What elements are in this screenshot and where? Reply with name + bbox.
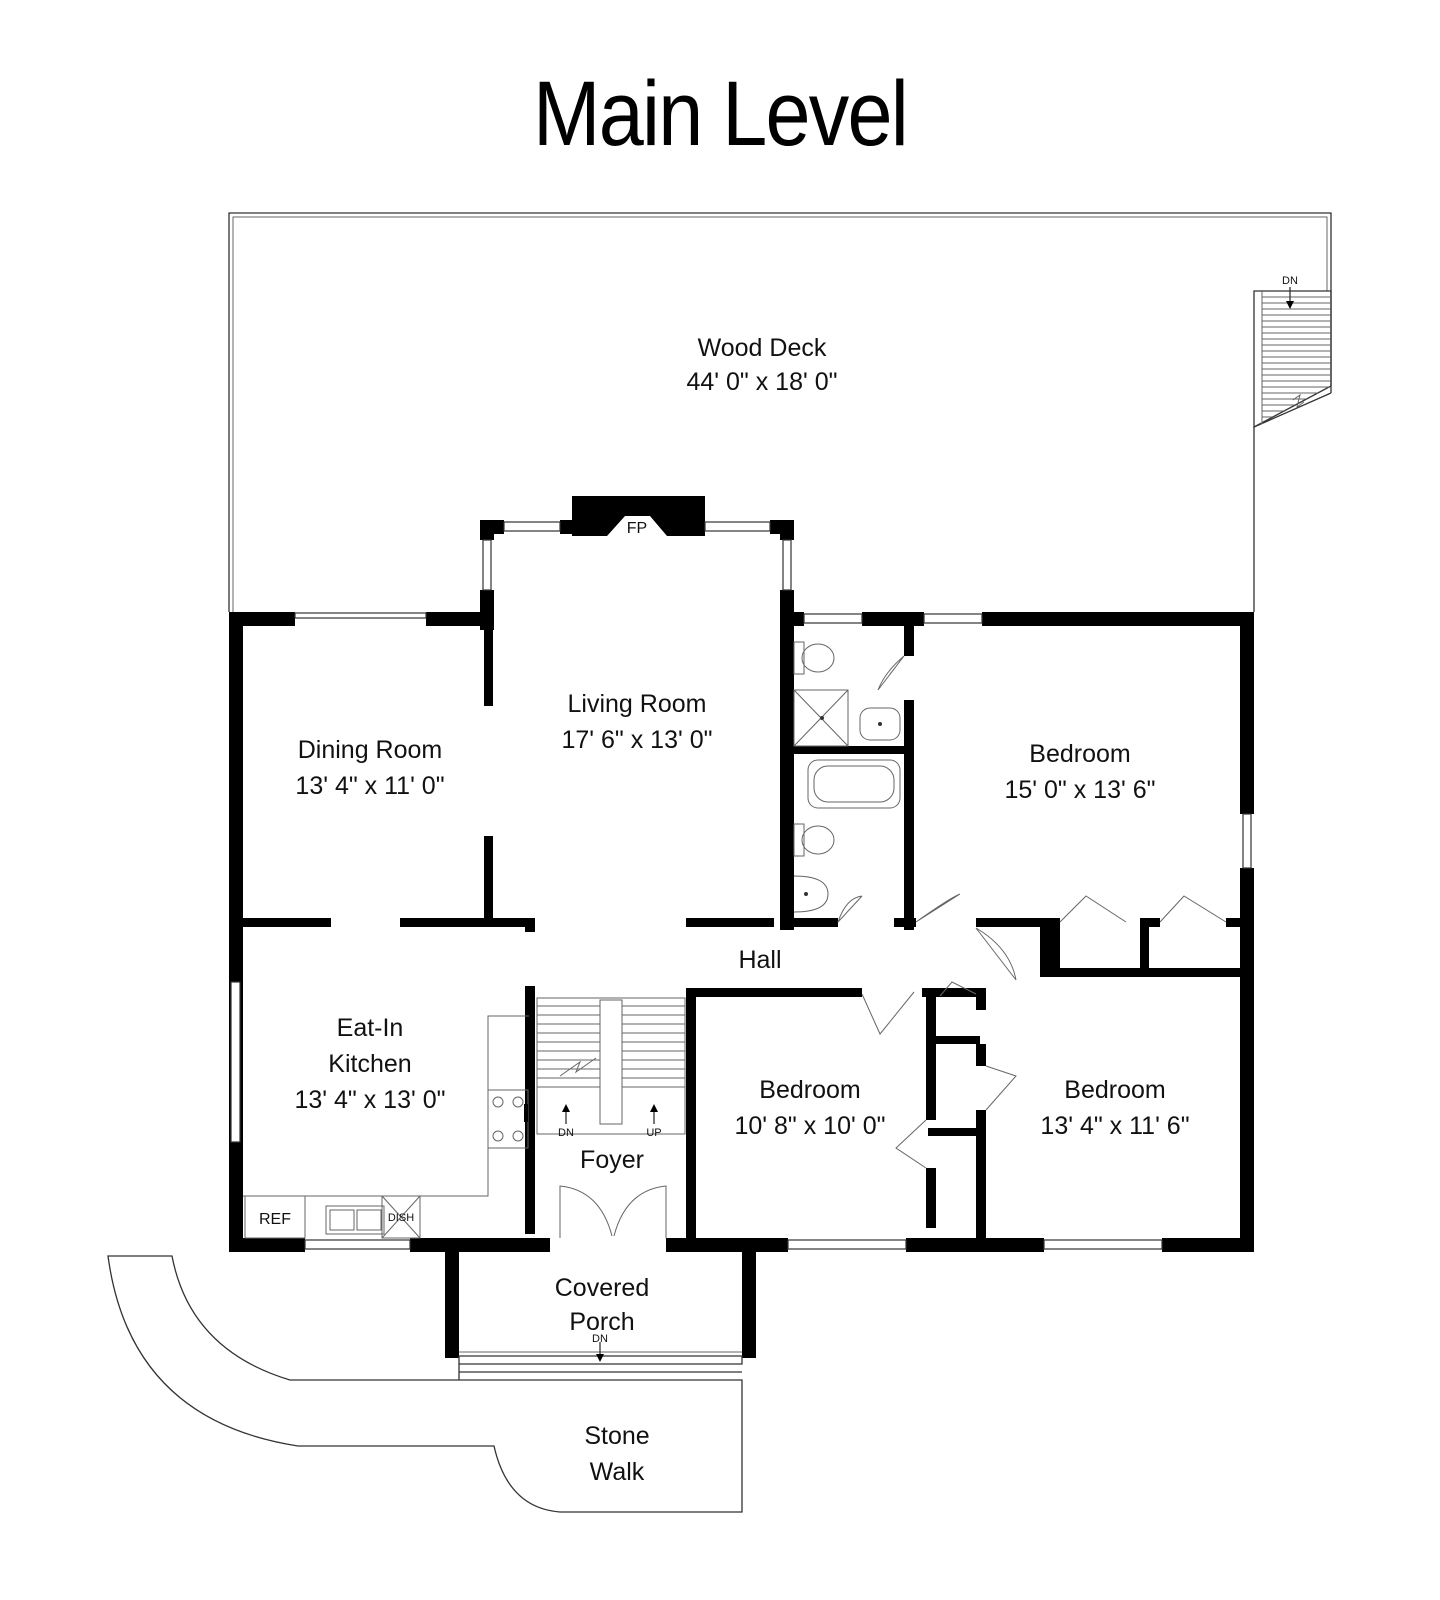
dining-room-name: Dining Room (298, 736, 443, 764)
porch-name-line2: Porch (569, 1308, 634, 1336)
bathroom-fixtures (793, 641, 901, 913)
kitchen-dims: 13' 4" x 13' 0" (294, 1086, 445, 1114)
doors (559, 655, 1227, 1238)
room-labels: Wood Deck 44' 0" x 18' 0" FP DN Living R… (294, 275, 1298, 1486)
floor-plan-title: Main Level (533, 63, 909, 165)
deck-stairs (1253, 287, 1332, 429)
bedroom-mid-dims: 10' 8" x 10' 0" (734, 1112, 885, 1140)
porch-name-line1: Covered (555, 1274, 650, 1302)
foyer-stairs: DN UP (536, 997, 686, 1139)
bedroom-mid-name: Bedroom (759, 1076, 860, 1104)
bedroom-ne-dims: 15' 0" x 13' 6" (1004, 776, 1155, 804)
kitchen-name-line2: Kitchen (328, 1050, 411, 1078)
dining-room-dims: 13' 4" x 11' 0" (295, 772, 444, 800)
porch-stairs-label: DN (592, 1333, 608, 1345)
bedroom-ne-name: Bedroom (1029, 740, 1130, 768)
bedroom-se-name: Bedroom (1064, 1076, 1165, 1104)
hall-name: Hall (738, 946, 781, 974)
living-room-name: Living Room (568, 690, 707, 718)
windows (230, 521, 1252, 1250)
porch-and-walk: DN (107, 1255, 743, 1513)
stairs-down-label: DN (558, 1127, 574, 1139)
dishwasher-label: DISH (388, 1212, 414, 1224)
kitchen-fixtures: REF DISH (243, 1015, 529, 1239)
deck-stairs-label: DN (1282, 275, 1298, 287)
stone-walk-name-line1: Stone (584, 1422, 649, 1450)
wood-deck-dims: 44' 0" x 18' 0" (686, 368, 837, 396)
wood-deck-name: Wood Deck (698, 334, 827, 362)
refrigerator-label: REF (259, 1211, 291, 1228)
stone-walk-name-line2: Walk (590, 1458, 645, 1486)
stairs-up-label: UP (646, 1127, 661, 1139)
bedroom-se-dims: 13' 4" x 11' 6" (1040, 1112, 1189, 1140)
walls (229, 496, 1254, 1358)
kitchen-name-line1: Eat-In (337, 1014, 404, 1042)
wood-deck-outline (228, 212, 1332, 612)
fireplace-label: FP (627, 520, 647, 537)
foyer-name: Foyer (580, 1146, 644, 1174)
living-room-dims: 17' 6" x 13' 0" (561, 726, 712, 754)
